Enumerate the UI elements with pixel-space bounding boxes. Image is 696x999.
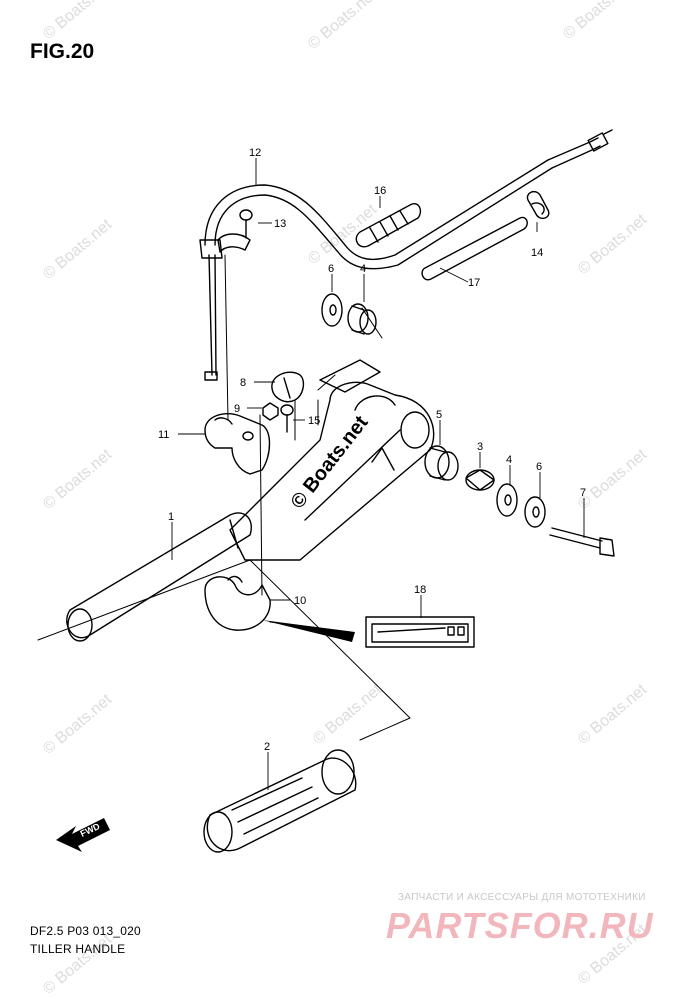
spacer-3 bbox=[465, 469, 495, 491]
callout-4-top: 4 bbox=[360, 263, 366, 275]
screw-13 bbox=[217, 209, 253, 253]
bushing-5 bbox=[424, 445, 459, 481]
screw-15 bbox=[280, 404, 294, 433]
figure-caption: TILLER HANDLE bbox=[30, 942, 126, 956]
callout-14: 14 bbox=[531, 247, 543, 259]
fwd-arrow-icon: FWD bbox=[56, 818, 110, 852]
callout-7: 7 bbox=[580, 487, 586, 499]
throttle-cable bbox=[199, 129, 613, 381]
washer-6-top bbox=[321, 293, 343, 327]
callout-8: 8 bbox=[240, 377, 246, 389]
bolt-7 bbox=[549, 527, 615, 557]
exploded-view-lines bbox=[37, 254, 411, 741]
decal-18 bbox=[365, 616, 475, 648]
washer-6-right bbox=[524, 496, 546, 528]
callout-2: 2 bbox=[264, 741, 270, 753]
callout-4-right: 4 bbox=[506, 454, 512, 466]
callout-17: 17 bbox=[468, 277, 480, 289]
callout-18: 18 bbox=[414, 584, 426, 596]
cable-grip-16 bbox=[355, 203, 422, 248]
tube-17 bbox=[421, 216, 528, 281]
callout-10: 10 bbox=[294, 595, 306, 607]
figure-code: DF2.5 P03 013_020 bbox=[30, 924, 141, 938]
callout-16: 16 bbox=[374, 185, 386, 197]
tiller-handle-1 bbox=[66, 359, 435, 642]
clamp-11 bbox=[204, 412, 271, 475]
callout-11: 11 bbox=[158, 429, 169, 441]
callout-15: 15 bbox=[308, 415, 320, 427]
clamp-10 bbox=[204, 575, 271, 631]
bushing-4-top bbox=[347, 303, 377, 335]
figure-title: FIG.20 bbox=[30, 40, 95, 63]
leader-lines bbox=[171, 158, 585, 790]
callout-1: 1 bbox=[168, 511, 174, 523]
callout-5: 5 bbox=[436, 409, 442, 421]
handle-watermark: © Boats.net bbox=[287, 411, 373, 513]
callout-3: 3 bbox=[477, 441, 483, 453]
nut-9 bbox=[262, 402, 279, 421]
callout-13: 13 bbox=[274, 218, 286, 230]
throttle-grip-2 bbox=[203, 749, 357, 853]
clip-14 bbox=[526, 190, 550, 220]
callout-12: 12 bbox=[249, 147, 261, 159]
callout-6-top: 6 bbox=[328, 263, 334, 275]
decal-arrow bbox=[262, 620, 355, 642]
shop-brand-logo: PARTSFOR.RU bbox=[386, 905, 654, 946]
washer-4-right bbox=[496, 483, 518, 517]
friction-knob-8 bbox=[271, 371, 305, 403]
callout-6-right: 6 bbox=[536, 461, 542, 473]
callout-9: 9 bbox=[234, 403, 240, 415]
shop-tagline: ЗАПЧАСТИ И АКСЕССУАРЫ ДЛЯ МОТОТЕХНИКИ bbox=[398, 892, 646, 903]
